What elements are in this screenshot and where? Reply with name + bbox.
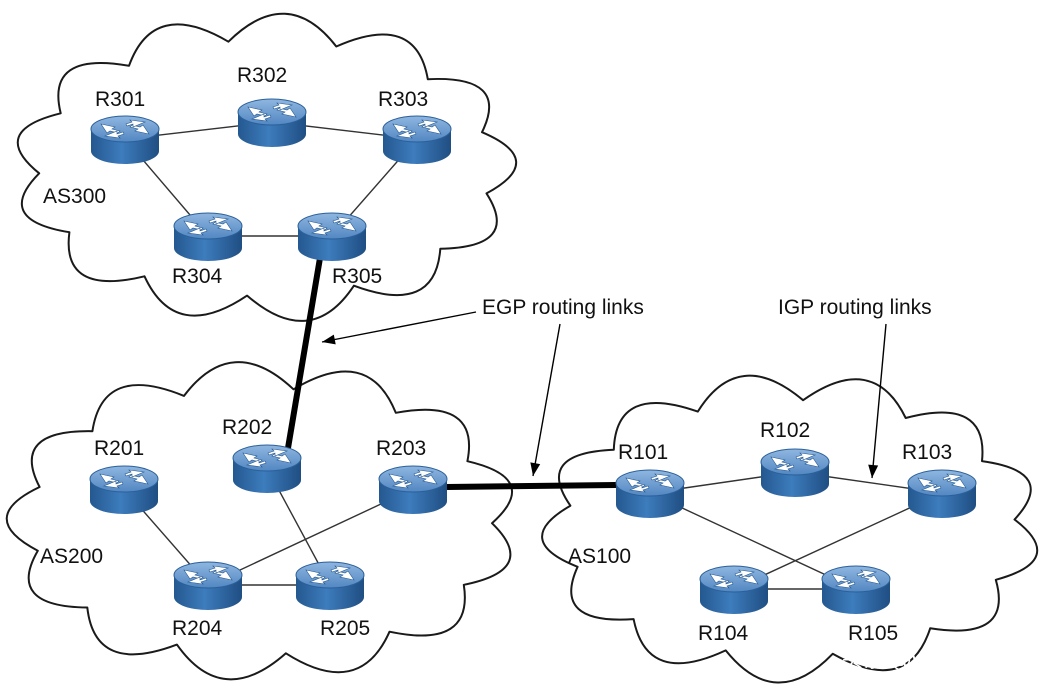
watermark-text: 头条 @wljslmz xyxy=(842,648,989,672)
router-icon xyxy=(295,561,365,611)
egp-callout-arrow-to-as300-link xyxy=(321,311,477,345)
router-icon xyxy=(821,565,891,615)
igp-callout-arrow xyxy=(868,323,887,479)
cloud-as200 xyxy=(5,361,513,681)
router-icon xyxy=(378,465,448,515)
egp-callout-label: EGP routing links xyxy=(482,296,644,319)
router-icon xyxy=(237,98,307,148)
router-icon xyxy=(699,565,769,615)
egp-callout-arrow-to-as100-link xyxy=(530,323,561,477)
router-icon xyxy=(90,115,160,165)
router-icon xyxy=(907,469,977,519)
router-label-r201: R201 xyxy=(94,437,144,460)
router-icon xyxy=(760,448,830,498)
as-label-as200: AS200 xyxy=(40,545,103,568)
router-label-r305: R305 xyxy=(332,265,382,288)
igp-link-r104-r103 xyxy=(733,492,943,590)
router-icon xyxy=(615,469,685,519)
router-label-r304: R304 xyxy=(172,265,223,288)
router-label-r105: R105 xyxy=(848,622,898,645)
cloud-as300 xyxy=(16,12,518,322)
router-icon xyxy=(232,444,302,494)
router-label-r204: R204 xyxy=(172,617,223,640)
router-label-r104: R104 xyxy=(698,622,749,645)
cloud-as100 xyxy=(541,374,1039,684)
as-label-as300: AS300 xyxy=(43,185,106,208)
igp-callout-label: IGP routing links xyxy=(778,296,932,319)
router-icon xyxy=(173,212,243,262)
router-label-r102: R102 xyxy=(760,419,810,442)
router-icon xyxy=(297,212,367,262)
router-icon xyxy=(382,115,452,165)
router-label-r202: R202 xyxy=(222,416,272,439)
igp-link-r101-r105 xyxy=(649,492,857,590)
router-label-r103: R103 xyxy=(902,441,952,464)
router-label-r303: R303 xyxy=(378,88,428,111)
router-label-r301: R301 xyxy=(95,88,145,111)
callouts-layer xyxy=(321,311,887,479)
egp-link-r203-r101 xyxy=(446,482,617,490)
igp-link-r204-r203 xyxy=(207,488,414,586)
router-label-r101: R101 xyxy=(618,441,668,464)
router-icon xyxy=(89,465,159,515)
router-label-r302: R302 xyxy=(237,64,287,87)
egp-link-r305-r202 xyxy=(284,257,323,455)
router-icon xyxy=(173,561,243,611)
router-label-r205: R205 xyxy=(320,617,370,640)
clouds-layer xyxy=(5,12,1039,684)
router-label-r203: R203 xyxy=(376,437,426,460)
as-label-as100: AS100 xyxy=(568,545,631,568)
